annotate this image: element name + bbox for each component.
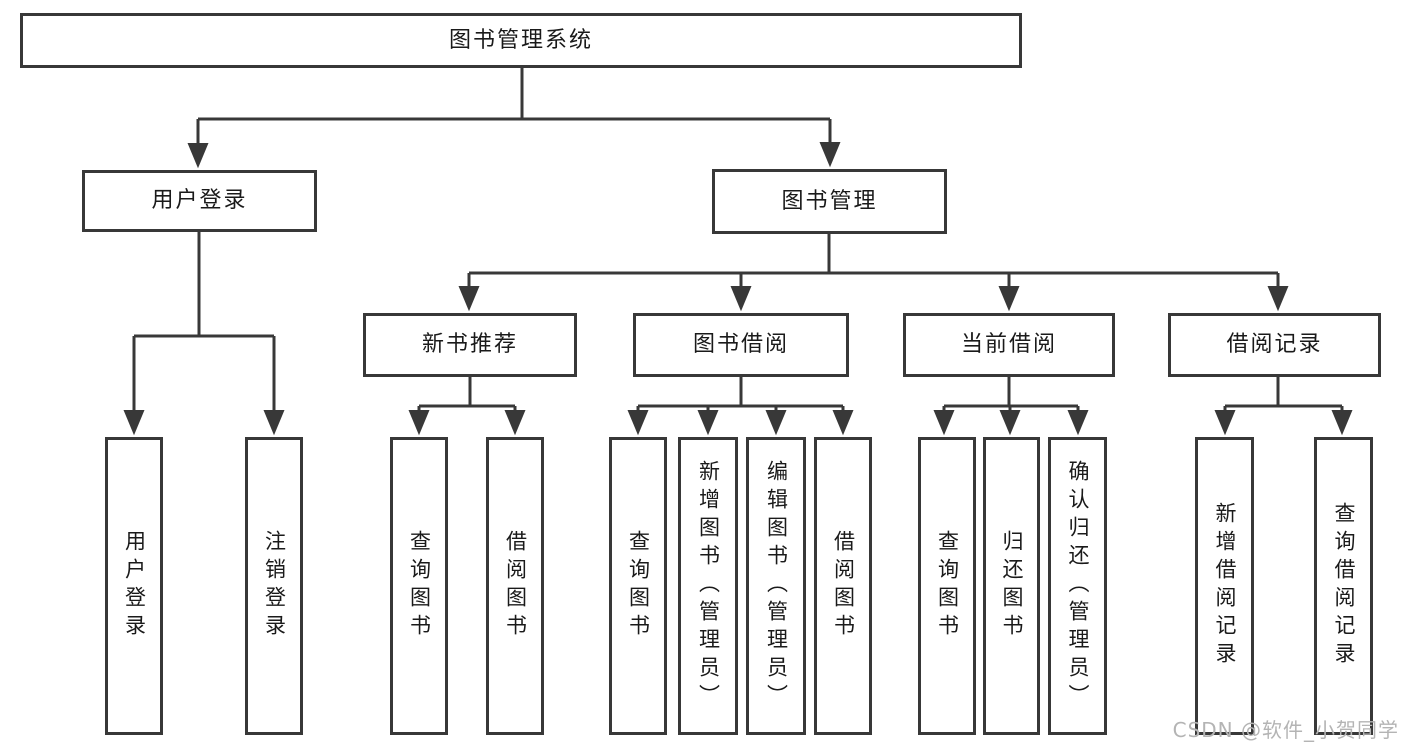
node-label: 用户登录	[122, 530, 147, 642]
node-label: 查询借阅记录	[1332, 502, 1356, 670]
node-book-management-system: 图书管理系统	[20, 13, 1022, 68]
node-book-management: 图书管理	[712, 169, 947, 234]
node-label: 编辑图书（管理员）	[764, 460, 789, 712]
node-label: 图书借阅	[692, 332, 789, 357]
node-label: 确认归还（管理员）	[1066, 460, 1090, 712]
node-book-borrowing: 图书借阅	[633, 313, 849, 377]
node-label: 查询图书	[935, 530, 960, 642]
node-label: 图书管理	[781, 188, 878, 214]
node-new-book-recommendation: 新书推荐	[363, 313, 577, 377]
node-user-login: 用户登录	[82, 170, 317, 232]
node-label: 新书推荐	[421, 332, 518, 357]
node-label: 借阅图书	[831, 530, 856, 642]
node-label: 查询图书	[626, 530, 651, 642]
node-borrowing-records: 借阅记录	[1168, 313, 1381, 377]
node-add-books-admin: 新增图书（管理员）	[678, 437, 738, 735]
node-borrow-books-borrowing: 借阅图书	[814, 437, 872, 735]
node-label: 注销登录	[262, 530, 287, 642]
node-label: 图书管理系统	[448, 27, 593, 53]
node-return-books: 归还图书	[983, 437, 1040, 735]
node-query-borrow-record: 查询借阅记录	[1314, 437, 1373, 735]
node-label: 借阅图书	[503, 530, 528, 642]
node-edit-books-admin: 编辑图书（管理员）	[746, 437, 806, 735]
node-label: 归还图书	[1000, 530, 1024, 642]
node-leaf-logout: 注销登录	[245, 437, 303, 735]
node-label: 查询图书	[407, 530, 432, 642]
node-query-books-recommendation: 查询图书	[390, 437, 448, 735]
node-label: 新增借阅记录	[1213, 502, 1237, 670]
node-label: 新增图书（管理员）	[696, 460, 721, 712]
node-add-borrow-record: 新增借阅记录	[1195, 437, 1254, 735]
node-label: 借阅记录	[1226, 332, 1323, 357]
node-confirm-return-admin: 确认归还（管理员）	[1048, 437, 1107, 735]
node-current-borrowing: 当前借阅	[903, 313, 1115, 377]
node-query-books-borrowing: 查询图书	[609, 437, 667, 735]
node-label: 当前借阅	[960, 332, 1057, 357]
node-query-books-current: 查询图书	[918, 437, 976, 735]
csdn-watermark: CSDN @软件_小贺同学	[1172, 718, 1399, 742]
node-borrow-books-recommendation: 借阅图书	[486, 437, 544, 735]
node-label: 用户登录	[151, 188, 248, 213]
node-leaf-user-login: 用户登录	[105, 437, 163, 735]
